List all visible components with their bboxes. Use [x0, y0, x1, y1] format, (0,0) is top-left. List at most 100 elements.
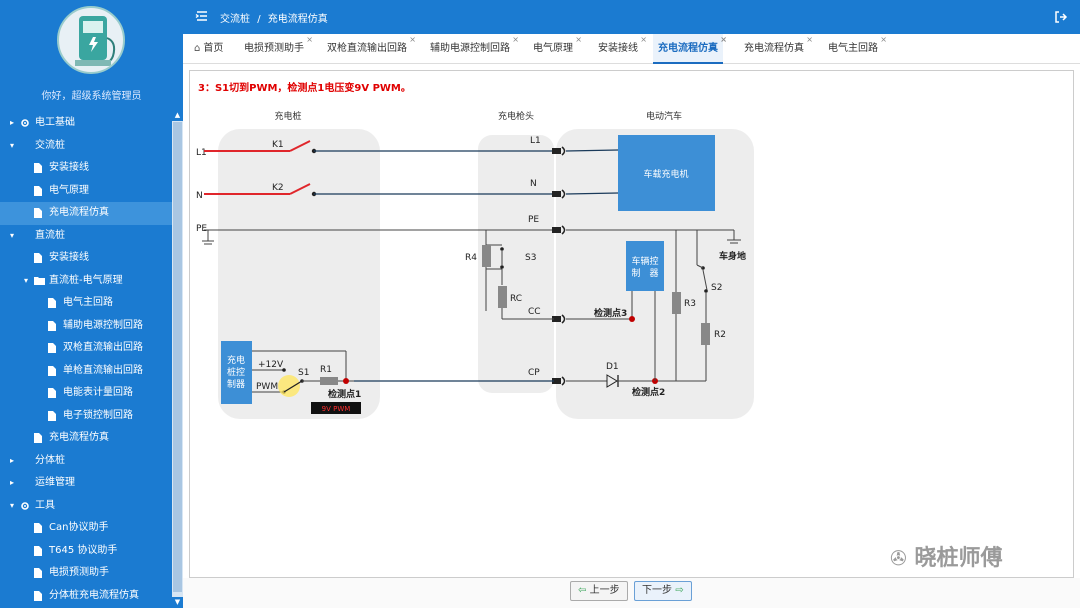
sidebar-item-label: 双枪直流输出回路 — [63, 342, 143, 353]
diode-D1 — [606, 374, 618, 388]
tab-close-icon[interactable]: × — [575, 35, 582, 44]
prev-step-label: 上一步 — [589, 585, 620, 596]
tab-item[interactable]: 电气原理× — [528, 34, 582, 64]
tab-close-icon[interactable]: × — [720, 35, 727, 44]
label-K2: K2 — [272, 183, 284, 193]
scroll-up-icon[interactable]: ▲ — [172, 110, 183, 121]
sidebar-item[interactable]: 电气原理 — [0, 180, 172, 203]
detect-point-1-display — [311, 402, 361, 414]
tab-item[interactable]: ⌂首页 — [189, 34, 228, 64]
tab-close-icon[interactable]: × — [640, 35, 647, 44]
sidebar-item[interactable]: 充电流程仿真 — [0, 427, 172, 450]
watermark: ✇ 晓桩师傅 — [890, 540, 1002, 572]
watermark-text: 晓桩师傅 — [914, 546, 1003, 571]
tab-close-icon[interactable]: × — [409, 35, 416, 44]
tab-item[interactable]: 辅助电源控制回路× — [425, 34, 519, 64]
breadcrumb-root[interactable]: 交流桩 — [220, 14, 250, 25]
sidebar-item[interactable]: 双枪直流输出回路 — [0, 337, 172, 360]
sidebar-item-label: 直流桩 — [35, 229, 65, 241]
scroll-down-icon[interactable]: ▼ — [172, 597, 183, 608]
sidebar-item[interactable]: Can协议助手 — [0, 517, 172, 540]
tab-close-icon[interactable]: × — [880, 35, 887, 44]
next-step-label: 下一步 — [642, 585, 672, 596]
resistor-R1 — [320, 377, 338, 385]
sidebar-item-label: 直流桩-电气原理 — [49, 274, 123, 286]
tab-item[interactable]: 安装接线× — [593, 34, 647, 64]
sidebar-scrollbar[interactable]: ▲ ▼ — [172, 110, 183, 608]
sidebar-item[interactable]: ▸电工基础 — [0, 112, 172, 135]
resistor-R3 — [672, 292, 681, 314]
gear-icon — [20, 118, 30, 128]
sidebar-item[interactable]: ▾工具 — [0, 495, 172, 518]
next-step-button[interactable]: 下一步 ⇨ — [634, 581, 692, 601]
sidebar-item[interactable]: 电子锁控制回路 — [0, 405, 172, 428]
onboard-charger-label: 车载充电机 — [643, 168, 688, 180]
step-footer: ⇦ 上一步 下一步 ⇨ — [183, 578, 1080, 608]
prev-step-button[interactable]: ⇦ 上一步 — [570, 581, 628, 601]
breadcrumb: 交流桩 / 充电流程仿真 — [220, 10, 328, 25]
file-icon — [34, 253, 42, 263]
sidebar-item[interactable]: 单枪直流输出回路 — [0, 360, 172, 383]
sidebar-item-label: 电气主回路 — [63, 297, 113, 308]
tab-item[interactable]: 电损预测助手× — [239, 34, 313, 64]
logout-icon[interactable] — [1054, 10, 1068, 24]
S1-switch-blade — [283, 380, 303, 393]
sidebar-item[interactable]: ▾直流桩 — [0, 225, 172, 248]
tab-item[interactable]: 电气主回路× — [823, 34, 887, 64]
tab-close-icon[interactable]: × — [512, 35, 519, 44]
sidebar-item[interactable]: T645 协议助手 — [0, 540, 172, 563]
tab-close-icon[interactable]: × — [306, 35, 313, 44]
tab-close-icon[interactable]: × — [806, 35, 813, 44]
sidebar-item[interactable]: 电能表计量回路 — [0, 382, 172, 405]
folder-icon — [34, 276, 45, 285]
pile-controller-label-3: 制器 — [227, 378, 245, 390]
label-D1: D1 — [606, 362, 619, 372]
onboard-charger-box — [618, 135, 715, 211]
sidebar-item[interactable]: ▾ 交流桩 — [0, 135, 172, 158]
sidebar-item[interactable]: 电气主回路 — [0, 292, 172, 315]
tab-item[interactable]: 充电流程仿真× — [739, 34, 813, 64]
gun-label-L1: L1 — [530, 136, 541, 146]
tab-item[interactable]: 充电流程仿真× — [653, 34, 727, 64]
file-icon — [34, 523, 42, 533]
sidebar-item[interactable]: 充电流程仿真 — [0, 202, 172, 225]
breadcrumb-leaf: 充电流程仿真 — [267, 14, 328, 25]
gun-label-N: N — [530, 179, 537, 189]
chevron-right-icon: ▸ — [10, 478, 15, 487]
menu-toggle-icon[interactable] — [195, 9, 209, 23]
file-icon — [48, 298, 56, 308]
tab-label: 首页 — [203, 43, 224, 54]
tab-label: 充电流程仿真 — [744, 43, 804, 54]
chevron-down-icon: ▾ — [10, 140, 15, 150]
sidebar-item[interactable]: 安装接线 — [0, 247, 172, 270]
sidebar-item[interactable]: ▸分体桩 — [0, 450, 172, 473]
tab-label: 电气原理 — [533, 43, 573, 54]
label-L1: L1 — [196, 148, 207, 158]
sidebar-item[interactable]: ▸ 运维管理 — [0, 472, 172, 495]
label-R3: R3 — [684, 299, 696, 309]
sidebar-item-label: 交流桩 — [35, 139, 65, 151]
sidebar-item[interactable]: 安装接线 — [0, 157, 172, 180]
sidebar-item[interactable]: 辅助电源控制回路 — [0, 315, 172, 338]
sidebar-item[interactable]: ▾直流桩-电气原理 — [0, 270, 172, 293]
sidebar-item-label: Can协议助手 — [49, 522, 109, 533]
breadcrumb-separator: / — [257, 14, 261, 25]
sidebar-item[interactable]: 电损预测助手 — [0, 562, 172, 585]
scroll-thumb[interactable] — [173, 122, 182, 592]
sidebar-item-label: 电工基础 — [35, 117, 75, 128]
sidebar-item-label: 电子锁控制回路 — [63, 409, 133, 421]
gear-icon — [20, 501, 30, 511]
vehicle-controller-box — [626, 241, 664, 291]
tab-label: 电气主回路 — [828, 43, 878, 54]
pile-controller-label-1: 充电 — [227, 354, 245, 366]
sidebar-item[interactable]: 分体桩充电流程仿真 — [0, 585, 172, 608]
tab-item[interactable]: 双枪直流输出回路× — [322, 34, 416, 64]
sidebar-item-label: 运维管理 — [35, 477, 75, 488]
label-PE: PE — [196, 224, 207, 234]
gun-label-CP: CP — [528, 368, 540, 378]
arrow-left-icon: ⇦ — [578, 585, 587, 596]
pile-controller-box — [221, 341, 252, 404]
detect-point-1-display-value: 9V PWM — [322, 405, 351, 413]
pile-panel — [218, 129, 380, 419]
user-greeting: 你好，超级系统管理员 — [41, 91, 142, 102]
